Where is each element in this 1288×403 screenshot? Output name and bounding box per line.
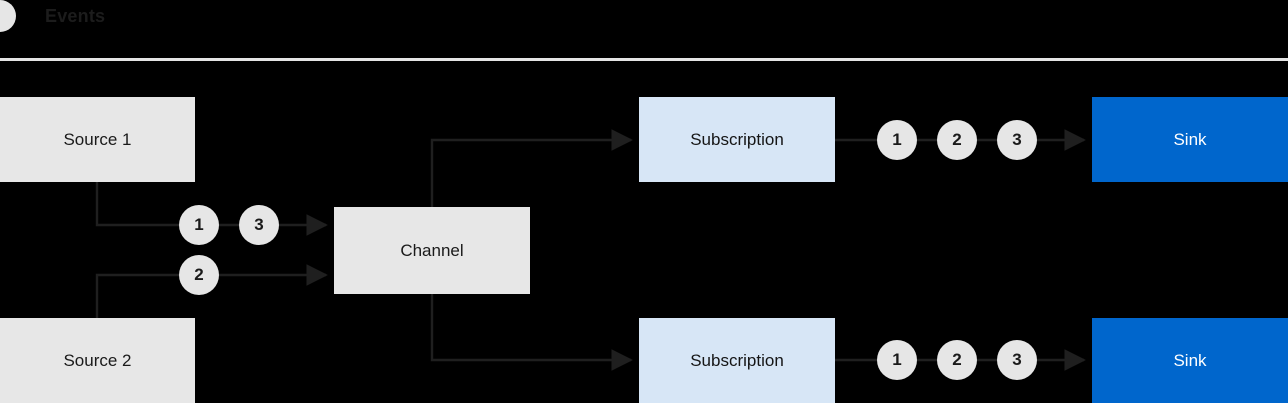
legend-label: Events bbox=[45, 6, 106, 26]
event-token: 2 bbox=[937, 340, 977, 380]
wire-channel-to-subscription-top bbox=[430, 129, 633, 207]
node-sink-top[interactable]: Sink bbox=[1092, 97, 1288, 182]
wire-channel-to-subscription-bottom bbox=[430, 294, 633, 371]
event-token: 3 bbox=[239, 205, 279, 245]
node-subscription-bottom[interactable]: Subscription bbox=[639, 318, 835, 403]
event-token: 3 bbox=[997, 120, 1037, 160]
node-channel[interactable]: Channel bbox=[334, 207, 530, 294]
event-token: 1 bbox=[877, 120, 917, 160]
event-token: 1 bbox=[179, 205, 219, 245]
node-subscription-top[interactable]: Subscription bbox=[639, 97, 835, 182]
event-token: 1 bbox=[877, 340, 917, 380]
node-source-1[interactable]: Source 1 bbox=[0, 97, 195, 182]
legend: Events bbox=[0, 0, 300, 34]
node-source-2[interactable]: Source 2 bbox=[0, 318, 195, 403]
header-divider bbox=[0, 58, 1288, 61]
node-sink-bottom[interactable]: Sink bbox=[1092, 318, 1288, 403]
event-token: 2 bbox=[937, 120, 977, 160]
event-dot-icon bbox=[0, 0, 16, 32]
event-token: 2 bbox=[179, 255, 219, 295]
event-token: 3 bbox=[997, 340, 1037, 380]
